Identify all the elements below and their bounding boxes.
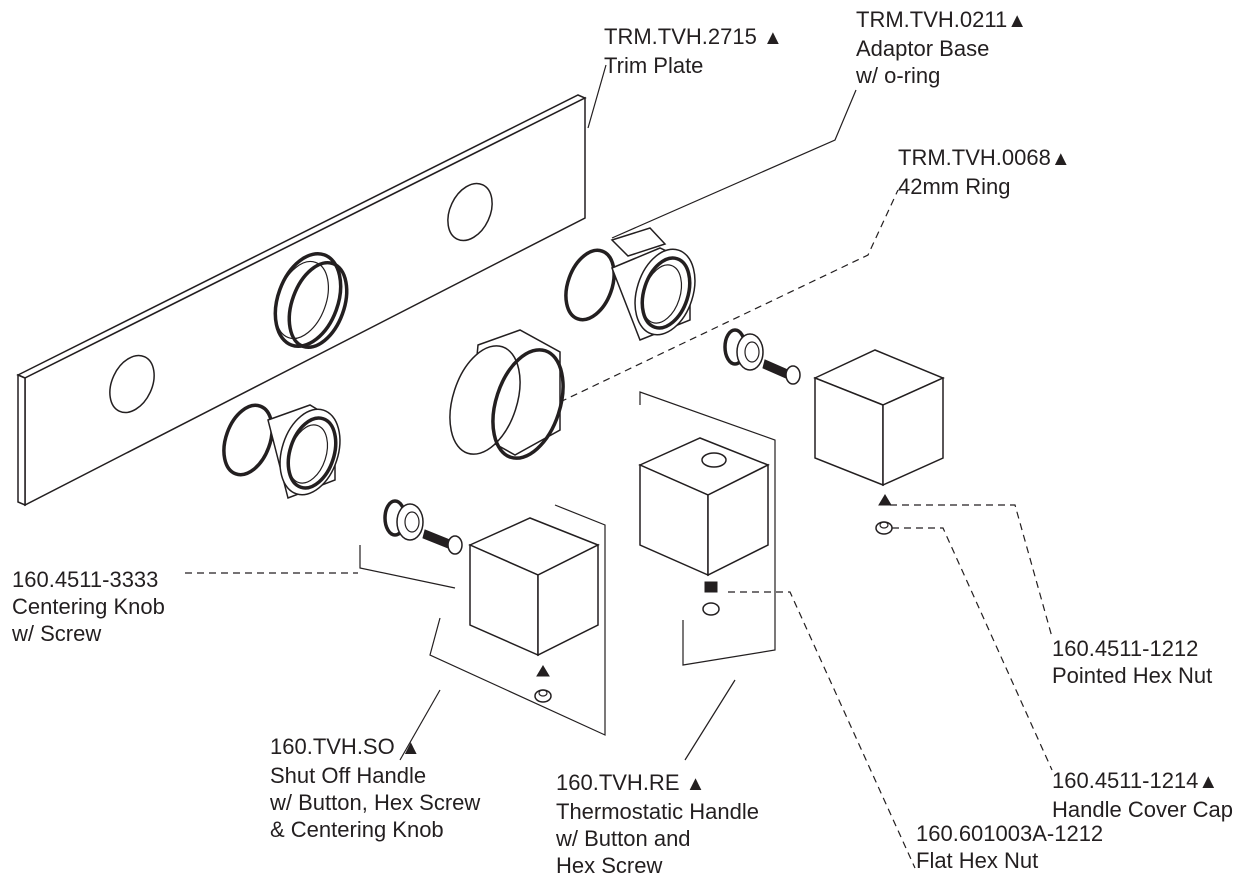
pointed-hex-nut-name: Pointed Hex Nut xyxy=(1052,663,1213,688)
shut-off-handle-name-line2: w/ Button, Hex Screw xyxy=(270,790,481,815)
ring-42mm-drawing xyxy=(449,329,565,460)
centering-knob-part-number: 160.4511-3333 xyxy=(12,567,159,592)
trim-plate-label: TRM.TVH.2715 ▲ Trim Plate xyxy=(604,23,783,79)
adaptor-base-name: Adaptor Base xyxy=(856,36,990,61)
thermostatic-handle-triangle-icon: ▲ xyxy=(685,773,706,795)
group-brackets xyxy=(359,391,776,736)
adaptor-base-label: TRM.TVH.0211▲ Adaptor Base w/ o-ring xyxy=(856,6,1027,89)
pointed-hex-nut-label: 160.4511-1212 Pointed Hex Nut xyxy=(1052,635,1212,689)
centering-knob-name: Centering Knob xyxy=(12,594,165,619)
shut-off-handle-name-line3: & Centering Knob xyxy=(270,817,444,842)
handle-cover-cap-triangle-icon: ▲ xyxy=(1198,771,1219,793)
leader-lines xyxy=(185,64,1053,869)
handle-cover-cap-name: Handle Cover Cap xyxy=(1052,797,1233,822)
trim-plate-triangle-icon: ▲ xyxy=(762,27,783,49)
flat-hex-nut-label: 160.601003A-1212 Flat Hex Nut xyxy=(916,820,1103,874)
thermostatic-handle-name-line3: Hex Screw xyxy=(556,853,663,878)
shut-off-handle-label: 160.TVH.SO ▲ Shut Off Handle w/ Button, … xyxy=(270,733,480,843)
centering-knob-label: 160.4511-3333 Centering Knob w/ Screw xyxy=(12,566,165,647)
shut-off-handle-triangle-icon: ▲ xyxy=(400,737,421,759)
shut-off-handle-cube-drawing xyxy=(468,517,600,703)
trim-plate-part-number: TRM.TVH.2715 xyxy=(604,24,757,49)
thermostatic-handle-label: 160.TVH.RE ▲ Thermostatic Handle w/ Butt… xyxy=(556,769,759,879)
adaptor-base-part-number: TRM.TVH.0211 xyxy=(856,7,1008,32)
shut-off-handle-name: Shut Off Handle xyxy=(270,763,427,788)
flat-hex-nut-part-number: 160.601003A-1212 xyxy=(916,821,1104,846)
handle-cover-cap-part-number: 160.4511-1214 xyxy=(1052,768,1199,793)
thermostatic-handle-cube-drawing xyxy=(638,437,770,616)
flat-hex-nut-name: Flat Hex Nut xyxy=(916,848,1039,873)
upper-right-cube-drawing xyxy=(813,349,945,535)
trim-plate-drawing xyxy=(16,94,587,507)
ring-42mm-name: 42mm Ring xyxy=(898,174,1011,199)
ring-42mm-label: TRM.TVH.0068▲ 42mm Ring xyxy=(898,144,1071,200)
centering-knob-lower-drawing xyxy=(383,499,463,555)
adaptor-base-lower-drawing xyxy=(222,403,341,500)
ring-42mm-triangle-icon: ▲ xyxy=(1050,148,1071,170)
thermostatic-handle-part-number: 160.TVH.RE xyxy=(556,770,680,795)
shut-off-handle-part-number: 160.TVH.SO xyxy=(270,734,395,759)
ring-42mm-part-number: TRM.TVH.0068 xyxy=(898,145,1051,170)
thermostatic-handle-name: Thermostatic Handle xyxy=(556,799,759,824)
trim-plate-name: Trim Plate xyxy=(604,53,704,78)
adaptor-base-name-line2: w/ o-ring xyxy=(856,63,941,88)
handle-cover-cap-label: 160.4511-1214▲ Handle Cover Cap xyxy=(1052,767,1233,823)
adaptor-base-upper-drawing xyxy=(564,227,696,341)
pointed-hex-nut-part-number: 160.4511-1212 xyxy=(1052,636,1199,661)
thermostatic-handle-name-line2: w/ Button and xyxy=(556,826,691,851)
centering-knob-name-line2: w/ Screw xyxy=(12,621,102,646)
centering-knob-upper-drawing xyxy=(723,328,801,385)
adaptor-base-triangle-icon: ▲ xyxy=(1007,10,1027,32)
